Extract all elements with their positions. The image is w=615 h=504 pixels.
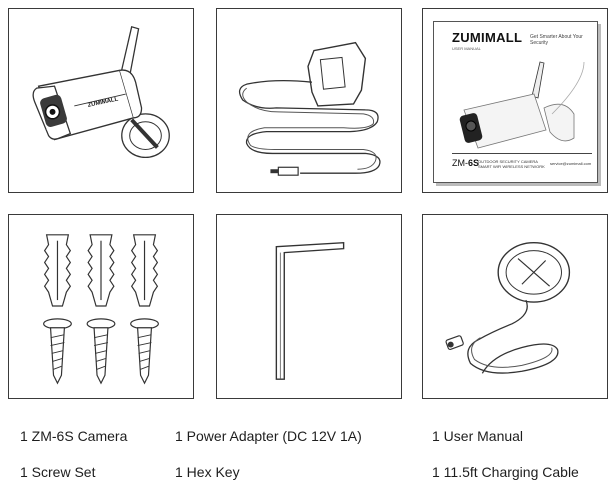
camera-illustration: ZUMIMALL bbox=[32, 26, 170, 159]
manual-camera-photo bbox=[459, 61, 585, 149]
item-label-power-adapter: 1 Power Adapter (DC 12V 1A) bbox=[175, 428, 362, 444]
manual-site: service@zumimall.com bbox=[550, 161, 592, 166]
item-label-user-manual: 1 User Manual bbox=[432, 428, 524, 444]
hex-key-panel bbox=[216, 214, 402, 399]
item-label-camera: 1 ZM-6S Camera bbox=[20, 428, 128, 444]
camera-panel: ZUMIMALL bbox=[8, 8, 194, 193]
charging-cable-illustration bbox=[445, 242, 571, 374]
power-adapter-illustration bbox=[238, 41, 381, 176]
user-manual-panel: ZUMIMALL Get Smarter About Your Security… bbox=[422, 8, 608, 193]
manual-divider bbox=[452, 153, 592, 154]
manual-subtitle: USER MANUAL bbox=[452, 46, 481, 51]
manual-model: ZM-6S bbox=[452, 158, 480, 168]
item-label-charging-cable: 1 11.5ft Charging Cable bbox=[432, 464, 579, 480]
screw-set-illustration bbox=[43, 234, 159, 385]
power-adapter-panel bbox=[216, 8, 402, 193]
manual-brand: ZUMIMALL bbox=[452, 30, 523, 45]
charging-cable-panel bbox=[422, 214, 608, 399]
hex-key-illustration bbox=[275, 241, 345, 380]
item-label-screw-set: 1 Screw Set bbox=[20, 464, 96, 480]
item-label-hex-key: 1 Hex Key bbox=[175, 464, 240, 480]
manual-cover: ZUMIMALL Get Smarter About Your Security… bbox=[433, 21, 598, 183]
manual-tagline: Get Smarter About Your Security bbox=[530, 34, 583, 46]
screw-set-panel bbox=[8, 214, 194, 399]
